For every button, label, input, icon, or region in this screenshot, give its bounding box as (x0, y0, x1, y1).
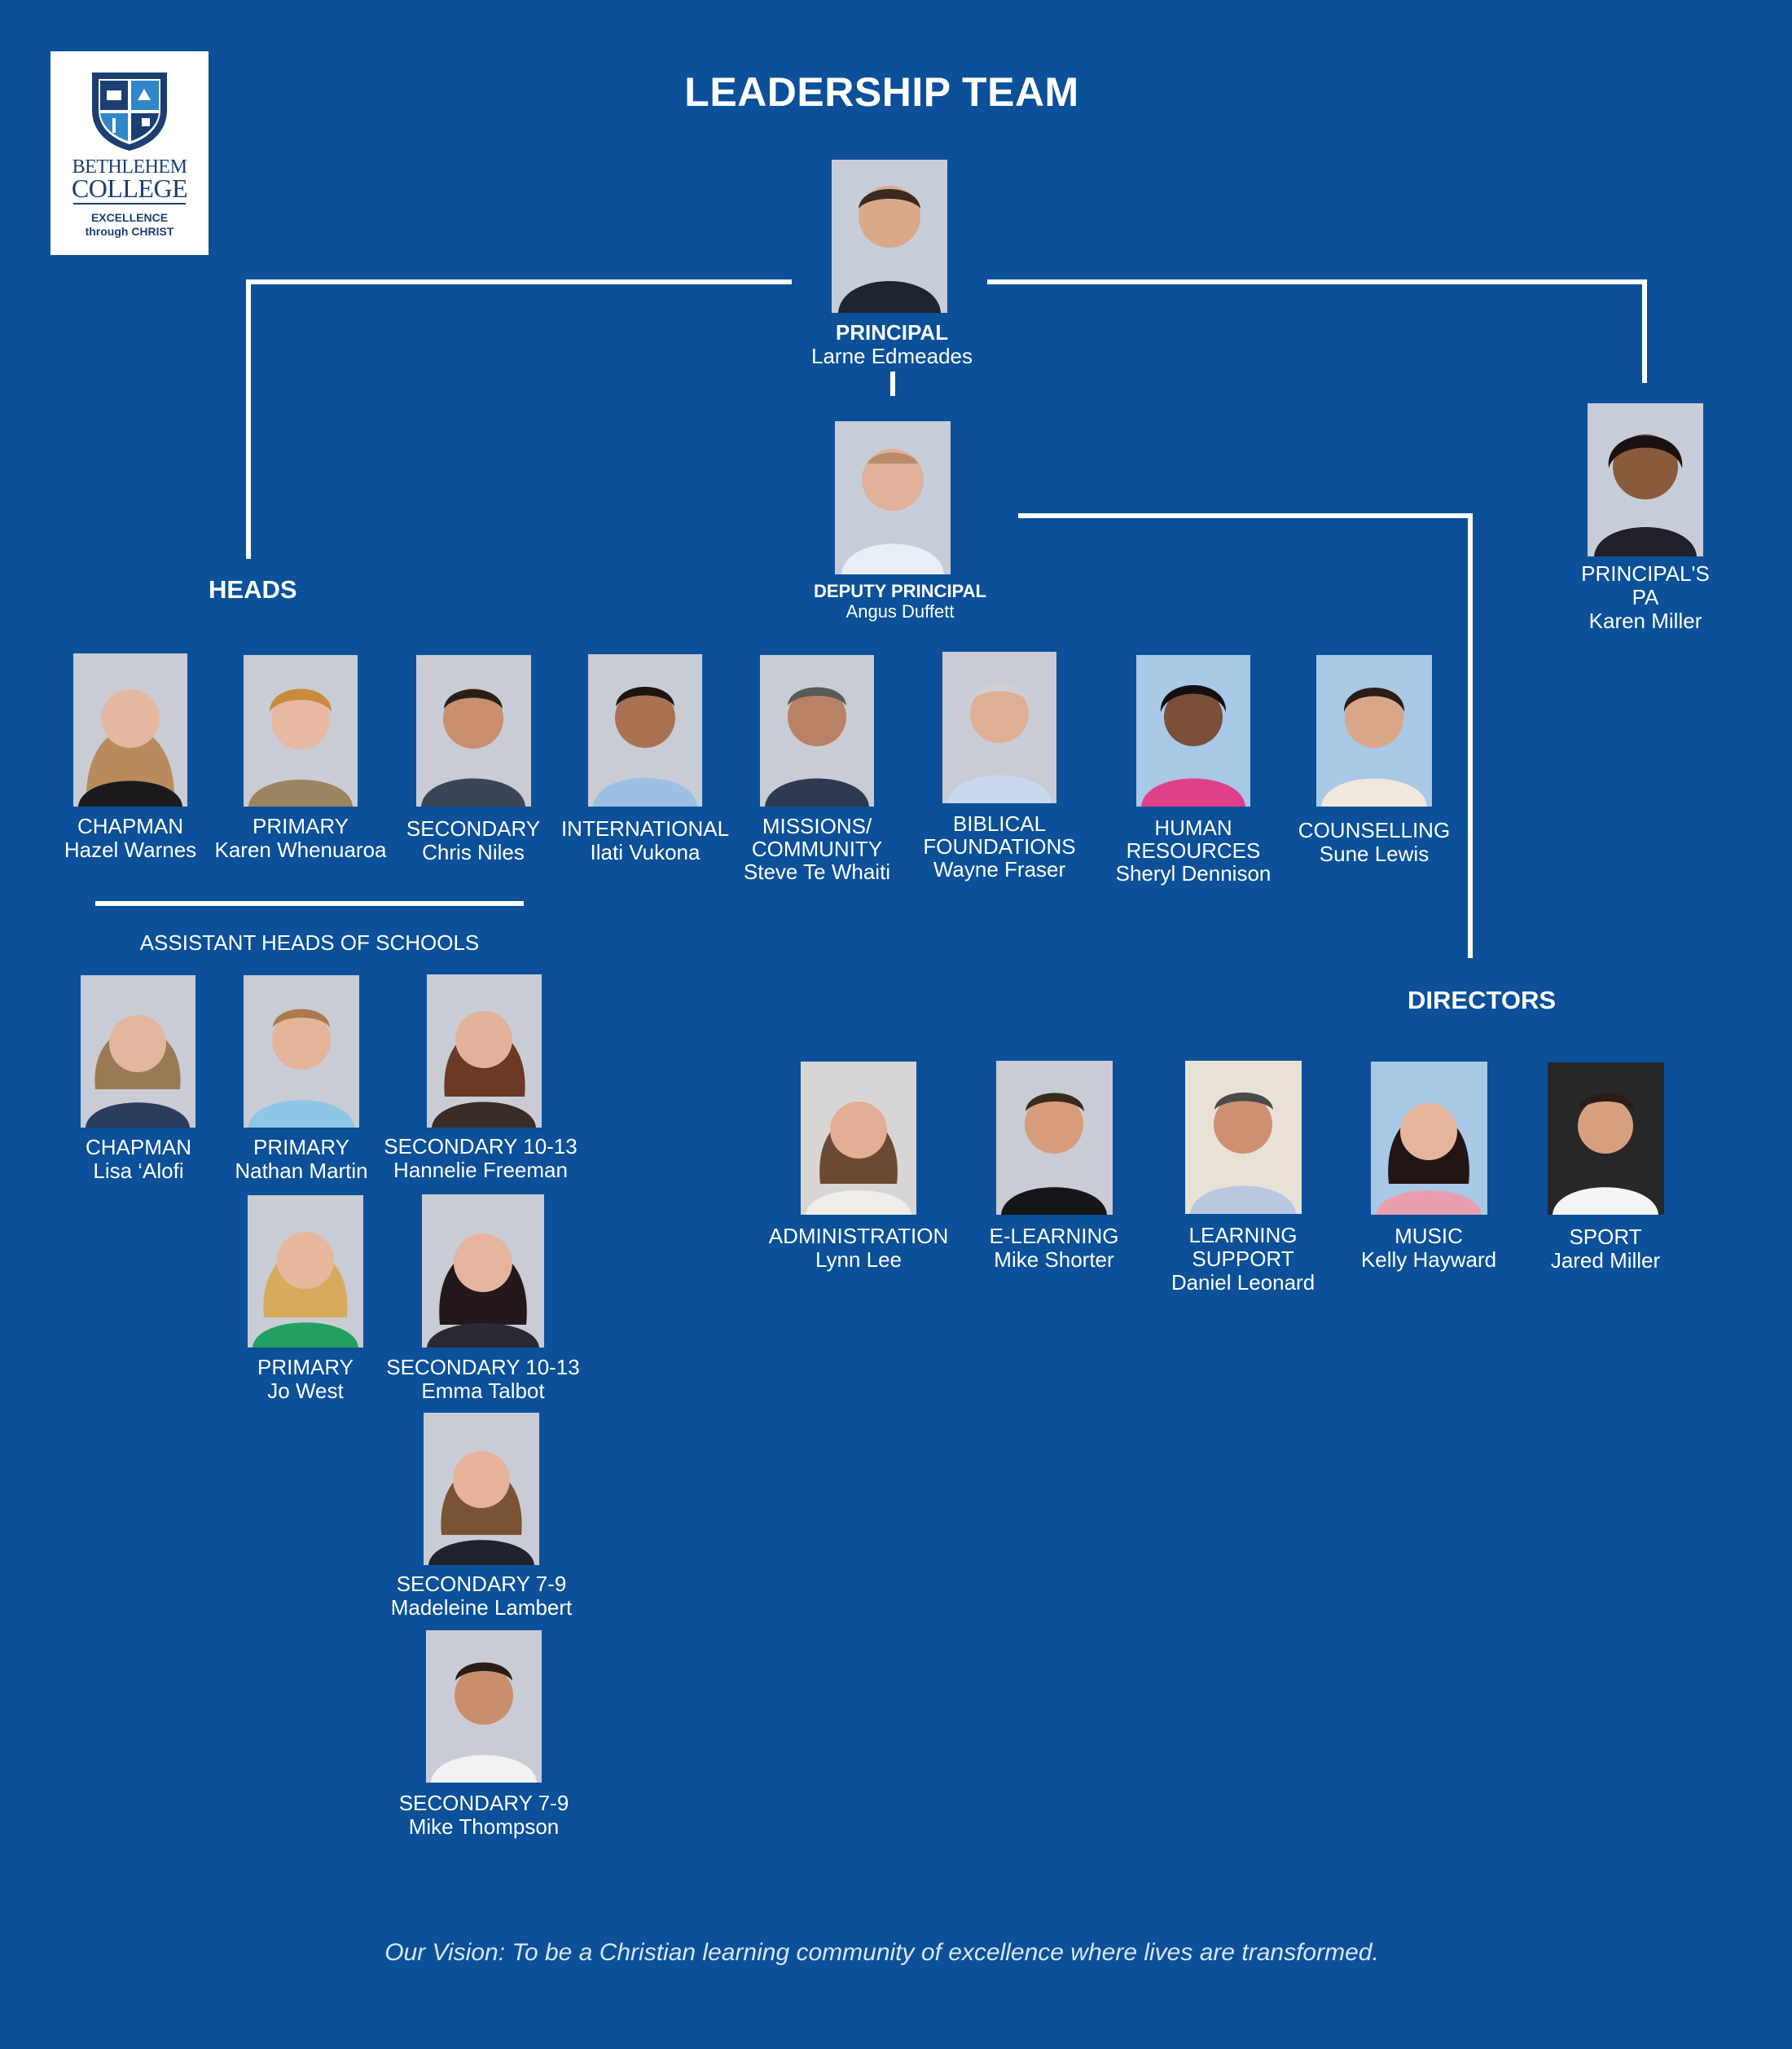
head-name-missions: Steve Te Whaiti (743, 860, 891, 884)
pa-name: Karen Miller (1588, 609, 1702, 633)
assistant-name-chapman: Lisa ‘Alofi (93, 1159, 184, 1183)
assistant-name-primary-1: Nathan Martin (235, 1159, 368, 1183)
director-photo-administration (801, 1062, 916, 1215)
assistant-role-primary-1: PRIMARY (253, 1135, 349, 1159)
logo-divider (73, 203, 186, 204)
logo-tagline-line2: through CHRIST (85, 225, 174, 238)
director-role-administration: ADMINISTRATION (768, 1224, 949, 1248)
head-role-line1-missions: MISSIONS/ (762, 814, 872, 838)
director-photo-elearning (996, 1061, 1113, 1215)
head-photo-primary (244, 655, 358, 807)
pa-photo (1588, 403, 1703, 556)
assistant-photo-secondary-1013-1 (427, 974, 542, 1128)
director-role-line2-learning-support: SUPPORT (1192, 1247, 1294, 1271)
head-photo-chapman (73, 653, 187, 807)
logo-name-line2: COLLEGE (71, 174, 188, 203)
assistant-photo-primary-2 (248, 1195, 363, 1348)
connector-line (246, 279, 251, 559)
head-role-chapman: CHAPMAN (77, 814, 183, 838)
logo-name-line1: BETHLEHEM (72, 156, 187, 178)
director-photo-learning-support (1185, 1061, 1302, 1214)
head-name-secondary: Chris Niles (422, 840, 525, 864)
head-name-chapman: Hazel Warnes (64, 838, 197, 862)
head-name-hr: Sheryl Dennison (1115, 861, 1272, 886)
director-photo-sport (1548, 1062, 1664, 1215)
deputy-principal-role: DEPUTY PRINCIPAL (814, 581, 986, 601)
assistant-name-secondary-1013-2: Emma Talbot (421, 1378, 545, 1403)
principal-name: Larne Edmeades (810, 344, 973, 368)
assistant-photo-secondary-79-2 (426, 1630, 542, 1783)
assistant-heads-section-label: ASSISTANT HEADS OF SCHOOLS (139, 930, 480, 955)
assistant-photo-secondary-1013-2 (422, 1194, 544, 1348)
director-role-line1-learning-support: LEARNING (1188, 1223, 1298, 1247)
head-role-line1-hr: HUMAN (1154, 816, 1232, 840)
assistant-photo-chapman (81, 975, 195, 1128)
assistant-role-primary-2: PRIMARY (257, 1355, 354, 1379)
director-role-music: MUSIC (1395, 1224, 1463, 1248)
head-photo-counselling (1316, 655, 1432, 807)
director-role-elearning: E-LEARNING (989, 1224, 1119, 1248)
connector-line (1468, 513, 1473, 958)
director-name-sport: Jared Miller (1550, 1248, 1661, 1273)
assistant-photo-primary-1 (244, 975, 359, 1128)
head-name-counselling: Sune Lewis (1319, 842, 1430, 866)
director-photo-music (1371, 1062, 1487, 1215)
connector-line (890, 372, 895, 396)
heads-section-label: HEADS (209, 575, 297, 604)
pa-role-line1: PRINCIPAL'S (1581, 561, 1710, 586)
head-role-secondary: SECONDARY (406, 816, 541, 841)
head-name-biblical: Wayne Fraser (933, 857, 1066, 882)
connector-line (1018, 513, 1473, 518)
vision-statement: Our Vision: To be a Christian learning c… (384, 1939, 1379, 1966)
head-photo-missions (760, 655, 874, 807)
logo-tagline-line1: EXCELLENCE (90, 211, 169, 224)
assistant-photo-secondary-79-1 (424, 1413, 539, 1565)
head-role-primary: PRIMARY (253, 814, 349, 838)
pa-role-line2: PA (1632, 585, 1659, 609)
assistant-role-secondary-1013-1: SECONDARY 10-13 (384, 1134, 578, 1159)
head-role-line2-missions: COMMUNITY (751, 837, 883, 861)
head-role-line2-hr: RESOURCES (1126, 838, 1261, 863)
connector-line (248, 279, 792, 284)
page-title: LEADERSHIP TEAM (684, 69, 1079, 115)
directors-section-label: DIRECTORS (1408, 986, 1557, 1014)
head-role-counselling: COUNSELLING (1298, 818, 1451, 842)
connector-line (987, 279, 1647, 284)
director-name-elearning: Mike Shorter (994, 1247, 1114, 1272)
assistant-role-secondary-79-1: SECONDARY 7-9 (396, 1572, 567, 1596)
assistant-role-chapman: CHAPMAN (85, 1135, 191, 1159)
head-photo-secondary (416, 655, 531, 807)
connector-line (1642, 279, 1647, 383)
director-name-music: Kelly Hayward (1360, 1247, 1497, 1272)
head-photo-biblical (942, 652, 1056, 803)
director-name-administration: Lynn Lee (815, 1247, 903, 1272)
head-name-primary: Karen Whenuaroa (214, 838, 387, 862)
assistant-name-secondary-79-2: Mike Thompson (408, 1814, 560, 1839)
crest-icon (92, 73, 167, 151)
deputy-principal-photo (835, 421, 951, 574)
head-role-line1-biblical: BIBLICAL (952, 811, 1047, 836)
assistant-role-secondary-1013-2: SECONDARY 10-13 (386, 1355, 580, 1379)
head-photo-hr (1136, 655, 1250, 807)
principal-photo (832, 160, 947, 313)
assistant-role-secondary-79-2: SECONDARY 7-9 (398, 1791, 569, 1815)
director-name-learning-support: Daniel Leonard (1171, 1270, 1315, 1295)
college-logo: BETHLEHEM COLLEGE EXCELLENCE through CHR… (51, 51, 209, 255)
assistant-name-secondary-79-1: Madeleine Lambert (390, 1595, 573, 1620)
director-role-sport: SPORT (1569, 1225, 1642, 1249)
connector-line (95, 901, 524, 906)
head-role-international: INTERNATIONAL (560, 816, 730, 841)
assistant-name-primary-2: Jo West (267, 1378, 344, 1403)
head-photo-international (588, 654, 702, 807)
deputy-principal-name: Angus Duffett (845, 601, 955, 622)
assistant-name-secondary-1013-1: Hannelie Freeman (393, 1158, 568, 1182)
head-name-international: Ilati Vukona (590, 840, 701, 864)
head-role-line2-biblical: FOUNDATIONS (923, 834, 1076, 859)
principal-role: PRINCIPAL (835, 320, 949, 345)
